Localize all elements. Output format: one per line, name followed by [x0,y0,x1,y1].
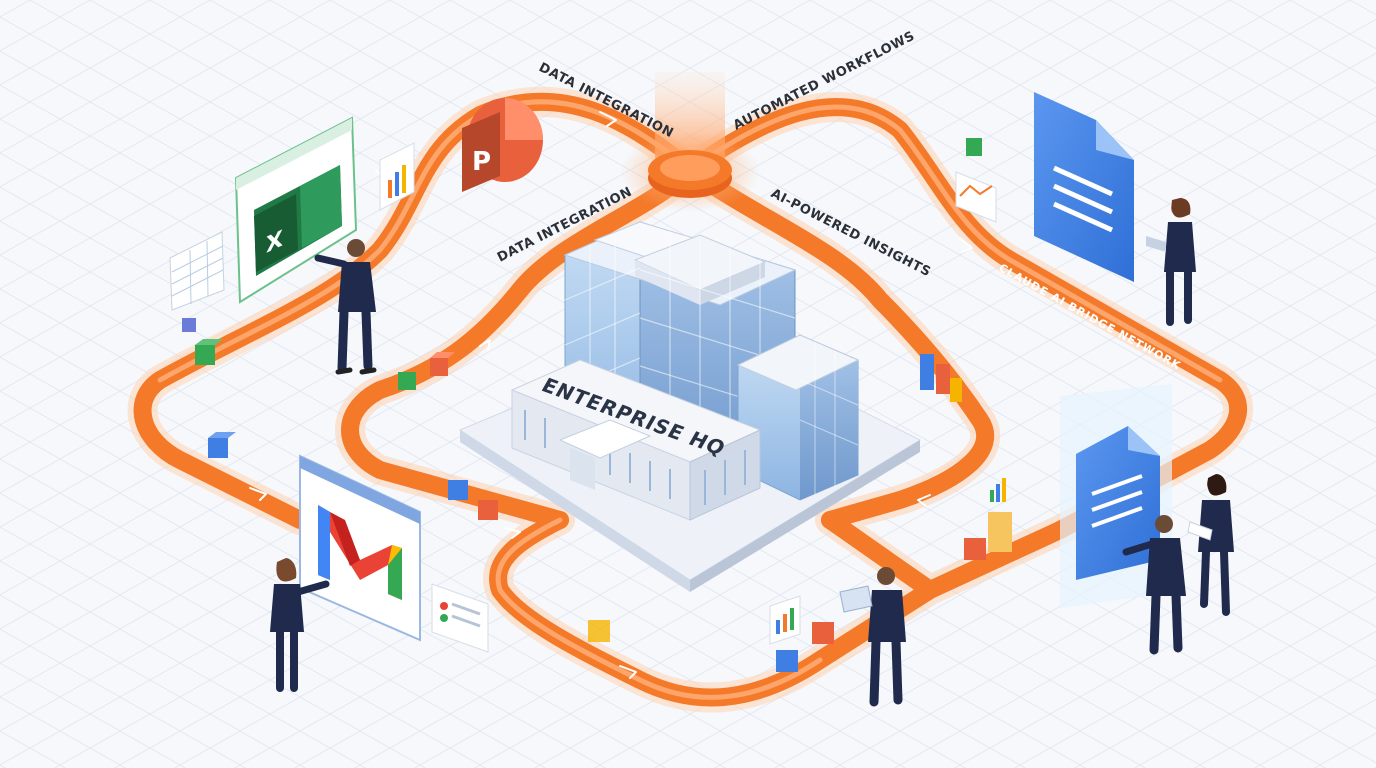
cube [988,512,1012,552]
cube [964,538,986,560]
cube [588,620,610,642]
cube [812,622,834,644]
cube [776,650,798,672]
cube [478,500,498,520]
cube [182,318,196,332]
powerpoint-glyph: P [472,147,491,177]
cube [448,480,468,500]
cube [398,372,416,390]
